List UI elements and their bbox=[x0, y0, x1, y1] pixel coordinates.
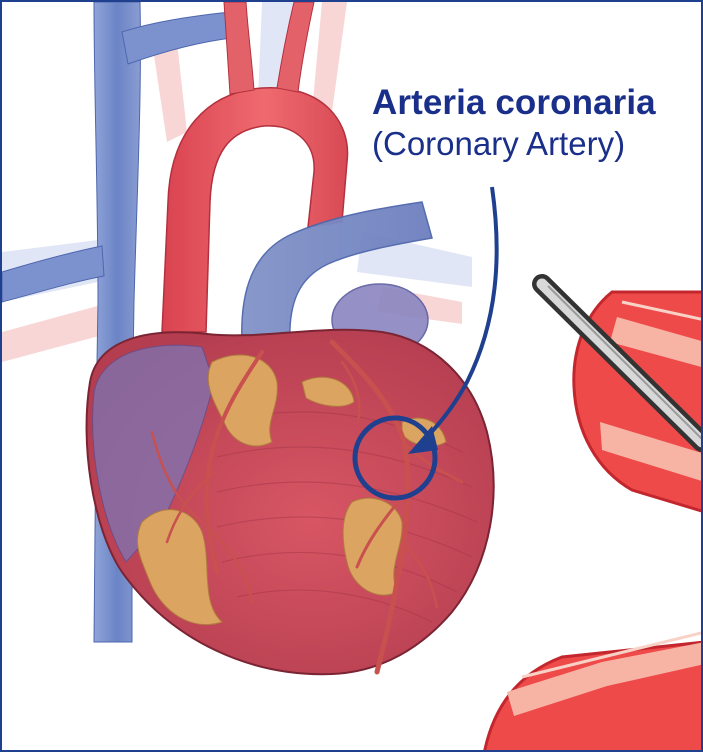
label-secondary: (Coronary Artery) bbox=[372, 126, 672, 162]
aorta-branch-1 bbox=[224, 2, 254, 94]
label-primary: Arteria coronaria bbox=[372, 84, 672, 123]
callout-label: Arteria coronaria (Coronary Artery) bbox=[372, 84, 672, 162]
vessel-cross-section-bottom bbox=[484, 632, 703, 752]
